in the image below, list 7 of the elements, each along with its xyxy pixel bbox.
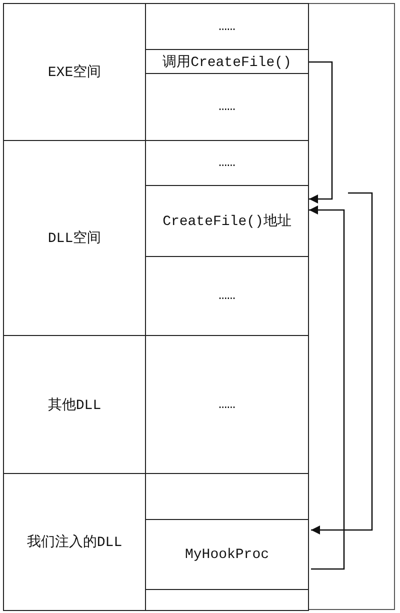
arrow [309, 206, 345, 570]
memory-cell: …… [145, 3, 309, 50]
empty-cell [145, 589, 309, 611]
arrow [311, 192, 373, 534]
row-label-cell: EXE空间 [3, 3, 146, 141]
arrow [309, 61, 333, 204]
row-label-cell: 我们注入的DLL [3, 473, 146, 611]
